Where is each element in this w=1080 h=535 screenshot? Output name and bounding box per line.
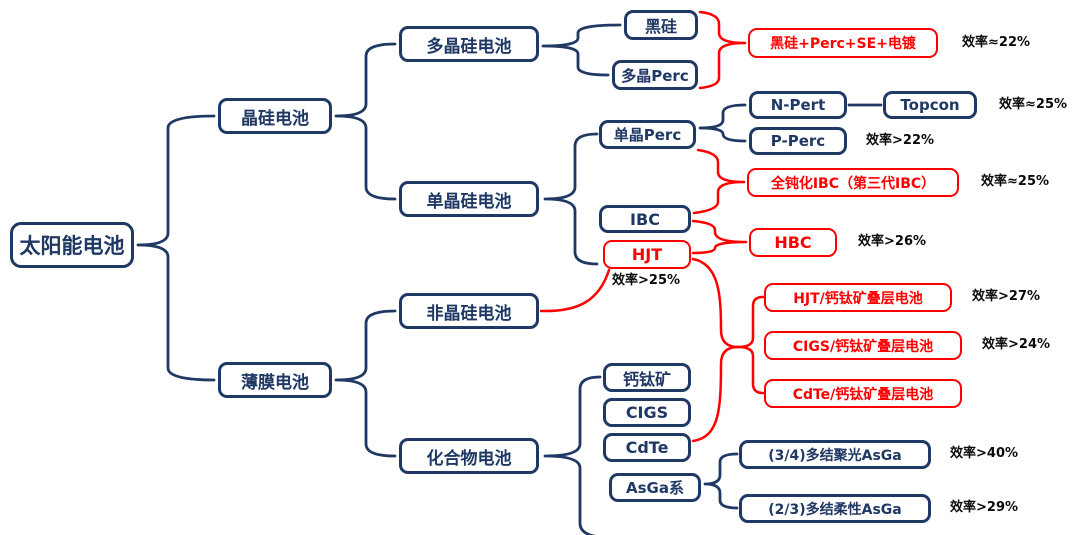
node-p-perc: P-Perc — [749, 127, 847, 155]
curve-hjt-to-tandem — [691, 257, 740, 349]
brace-to-hbc — [691, 219, 748, 255]
efficiency-hjt: 效率>25% — [612, 273, 681, 288]
node-topcon: Topcon — [883, 91, 977, 119]
brace-crystalline — [334, 42, 397, 201]
curve-amorphous-to-hjt — [539, 268, 611, 313]
node-thin-film: 薄膜电池 — [218, 362, 332, 398]
node-compound: 化合物电池 — [399, 438, 539, 474]
node-n-pert: N-Pert — [749, 91, 847, 119]
node-cdte: CdTe — [603, 433, 691, 462]
brace-poly-to-combo — [698, 10, 747, 90]
node-polycrystalline: 多晶硅电池 — [399, 26, 539, 62]
efficiency-topcon: 效率≈25% — [999, 97, 1068, 112]
node-amorphous: 非晶硅电池 — [399, 293, 539, 329]
node-crystalline-silicon: 晶硅电池 — [218, 98, 332, 134]
node-poly-perc: 多晶Perc — [612, 60, 698, 90]
brace-root — [136, 114, 216, 382]
node-mono-perc: 单晶Perc — [599, 120, 696, 149]
brace-poly — [541, 23, 622, 77]
brace-thinfilm — [334, 309, 397, 458]
brace-compound — [543, 375, 602, 535]
brace-tandem-group — [736, 295, 765, 395]
efficiency-cigs-perovskite-tandem: 效率>24% — [982, 337, 1051, 352]
efficiency-hbc: 效率>26% — [858, 234, 927, 249]
node-solar-cell: 太阳能电池 — [10, 222, 134, 268]
node-black-silicon-perc-se-plating: 黑硅+Perc+SE+电镀 — [748, 28, 938, 58]
brace-mono-perc — [698, 103, 747, 143]
node-full-passivated-ibc: 全钝化IBC（第三代IBC） — [747, 168, 959, 197]
node-cigs-perovskite-tandem: CIGS/钙钛矿叠层电池 — [764, 331, 962, 360]
efficiency-p-perc: 效率>22% — [866, 133, 935, 148]
efficiency-hjt-perovskite-tandem: 效率>27% — [972, 289, 1041, 304]
node-asga-concentrated: (3/4)多结聚光AsGa — [739, 440, 931, 469]
node-hjt-perovskite-tandem: HJT/钙钛矿叠层电池 — [764, 283, 952, 312]
node-asga-flexible: (2/3)多结柔性AsGa — [739, 494, 931, 523]
node-hbc: HBC — [749, 228, 837, 257]
efficiency-black-silicon-combo: 效率≈22% — [962, 35, 1031, 50]
brace-mono — [543, 132, 599, 266]
curve-cdte-to-tandem — [691, 345, 740, 443]
brace-to-full-passivated-ibc — [692, 148, 746, 215]
node-cigs: CIGS — [603, 398, 691, 427]
efficiency-full-passivated-ibc: 效率≈25% — [981, 174, 1050, 189]
node-asga-family: AsGa系 — [609, 473, 701, 502]
node-ibc: IBC — [599, 205, 691, 233]
efficiency-asga-concentrated: 效率>40% — [950, 446, 1019, 461]
node-hjt: HJT — [603, 240, 691, 269]
brace-asga — [703, 452, 739, 510]
node-monocrystalline: 单晶硅电池 — [399, 181, 539, 217]
node-perovskite: 钙钛矿 — [603, 363, 691, 392]
efficiency-asga-flexible: 效率>29% — [950, 500, 1019, 515]
node-black-silicon: 黑硅 — [624, 10, 698, 40]
node-cdte-perovskite-tandem: CdTe/钙钛矿叠层电池 — [764, 379, 962, 408]
